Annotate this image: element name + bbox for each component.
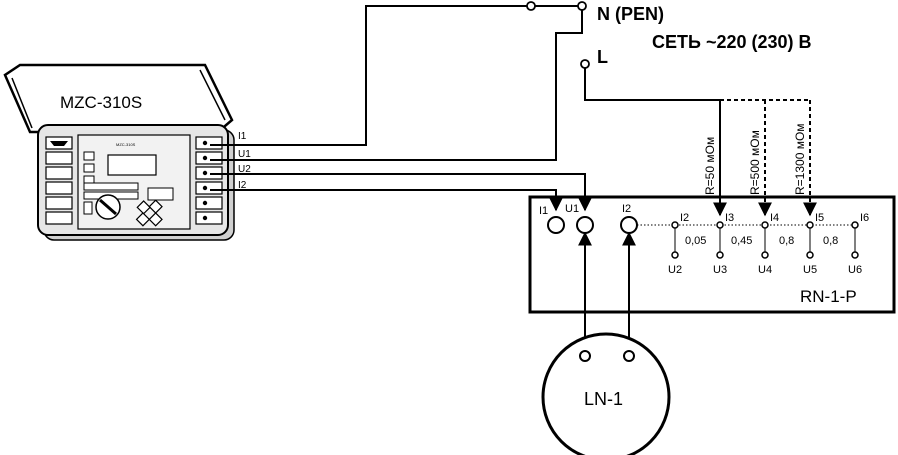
l-label: L <box>597 47 608 67</box>
chain-value-4: 0,8 <box>823 235 838 247</box>
box-label-i2-main: I2 <box>622 203 631 215</box>
chain-value-3: 0,8 <box>779 235 794 247</box>
meter-panel-label: MZC-310S <box>116 142 136 147</box>
n-terminal-left <box>526 1 536 11</box>
box-label-u5: U5 <box>803 264 817 276</box>
wire-i1-n <box>210 5 528 146</box>
rn-1-p-box <box>528 195 896 314</box>
wire-u1-n <box>210 10 583 161</box>
chain-taps <box>674 225 856 255</box>
meter-port-i1: I1 <box>238 131 247 142</box>
rn-1-p-label: RN-1-P <box>800 287 857 306</box>
l-terminal <box>580 59 590 69</box>
box-label-i2: I2 <box>680 212 689 224</box>
wire-i2-box <box>210 189 563 212</box>
network-label: СЕТЬ ~220 (230) В <box>652 32 812 52</box>
probe-wires <box>578 231 636 350</box>
probe-terminal-right <box>623 350 635 362</box>
n-terminal <box>577 1 587 11</box>
wire-l-feed <box>584 68 720 101</box>
optional-wires <box>720 99 817 217</box>
chain-terminals <box>671 221 859 259</box>
n-pen-label: N (PEN) <box>597 4 664 24</box>
box-label-i5: I5 <box>815 212 824 224</box>
meter-port-u1: U1 <box>238 149 251 160</box>
resistor-label-50: R=50 мОм <box>703 137 717 195</box>
box-label-i1: I1 <box>539 205 548 217</box>
box-label-i6: I6 <box>860 212 869 224</box>
box-label-u3: U3 <box>713 264 727 276</box>
meter-device <box>3 63 235 241</box>
box-label-u6: U6 <box>848 264 862 276</box>
box-label-i3: I3 <box>725 212 734 224</box>
box-terminal-i2-main <box>620 216 638 234</box>
meter-wires <box>210 5 727 217</box>
resistor-label-1300: R=1300 мОм <box>793 123 807 195</box>
box-label-u4: U4 <box>758 264 772 276</box>
box-label-i4: I4 <box>770 212 779 224</box>
box-terminal-u1 <box>576 216 594 234</box>
meter-port-i2: I2 <box>238 180 247 191</box>
resistor-label-500: R=500 мОм <box>748 130 762 195</box>
box-terminal-i1 <box>547 216 565 234</box>
ln-1-label: LN-1 <box>584 389 623 409</box>
meter-model-label: MZC-310S <box>60 93 142 112</box>
probe-terminal-left <box>579 350 591 362</box>
meter-port-u2: U2 <box>238 164 251 175</box>
box-label-u1: U1 <box>565 203 579 215</box>
box-label-u2: U2 <box>668 264 682 276</box>
chain-value-2: 0,45 <box>731 235 752 247</box>
chain-value-1: 0,05 <box>685 235 706 247</box>
ln-1-probe <box>541 332 671 455</box>
